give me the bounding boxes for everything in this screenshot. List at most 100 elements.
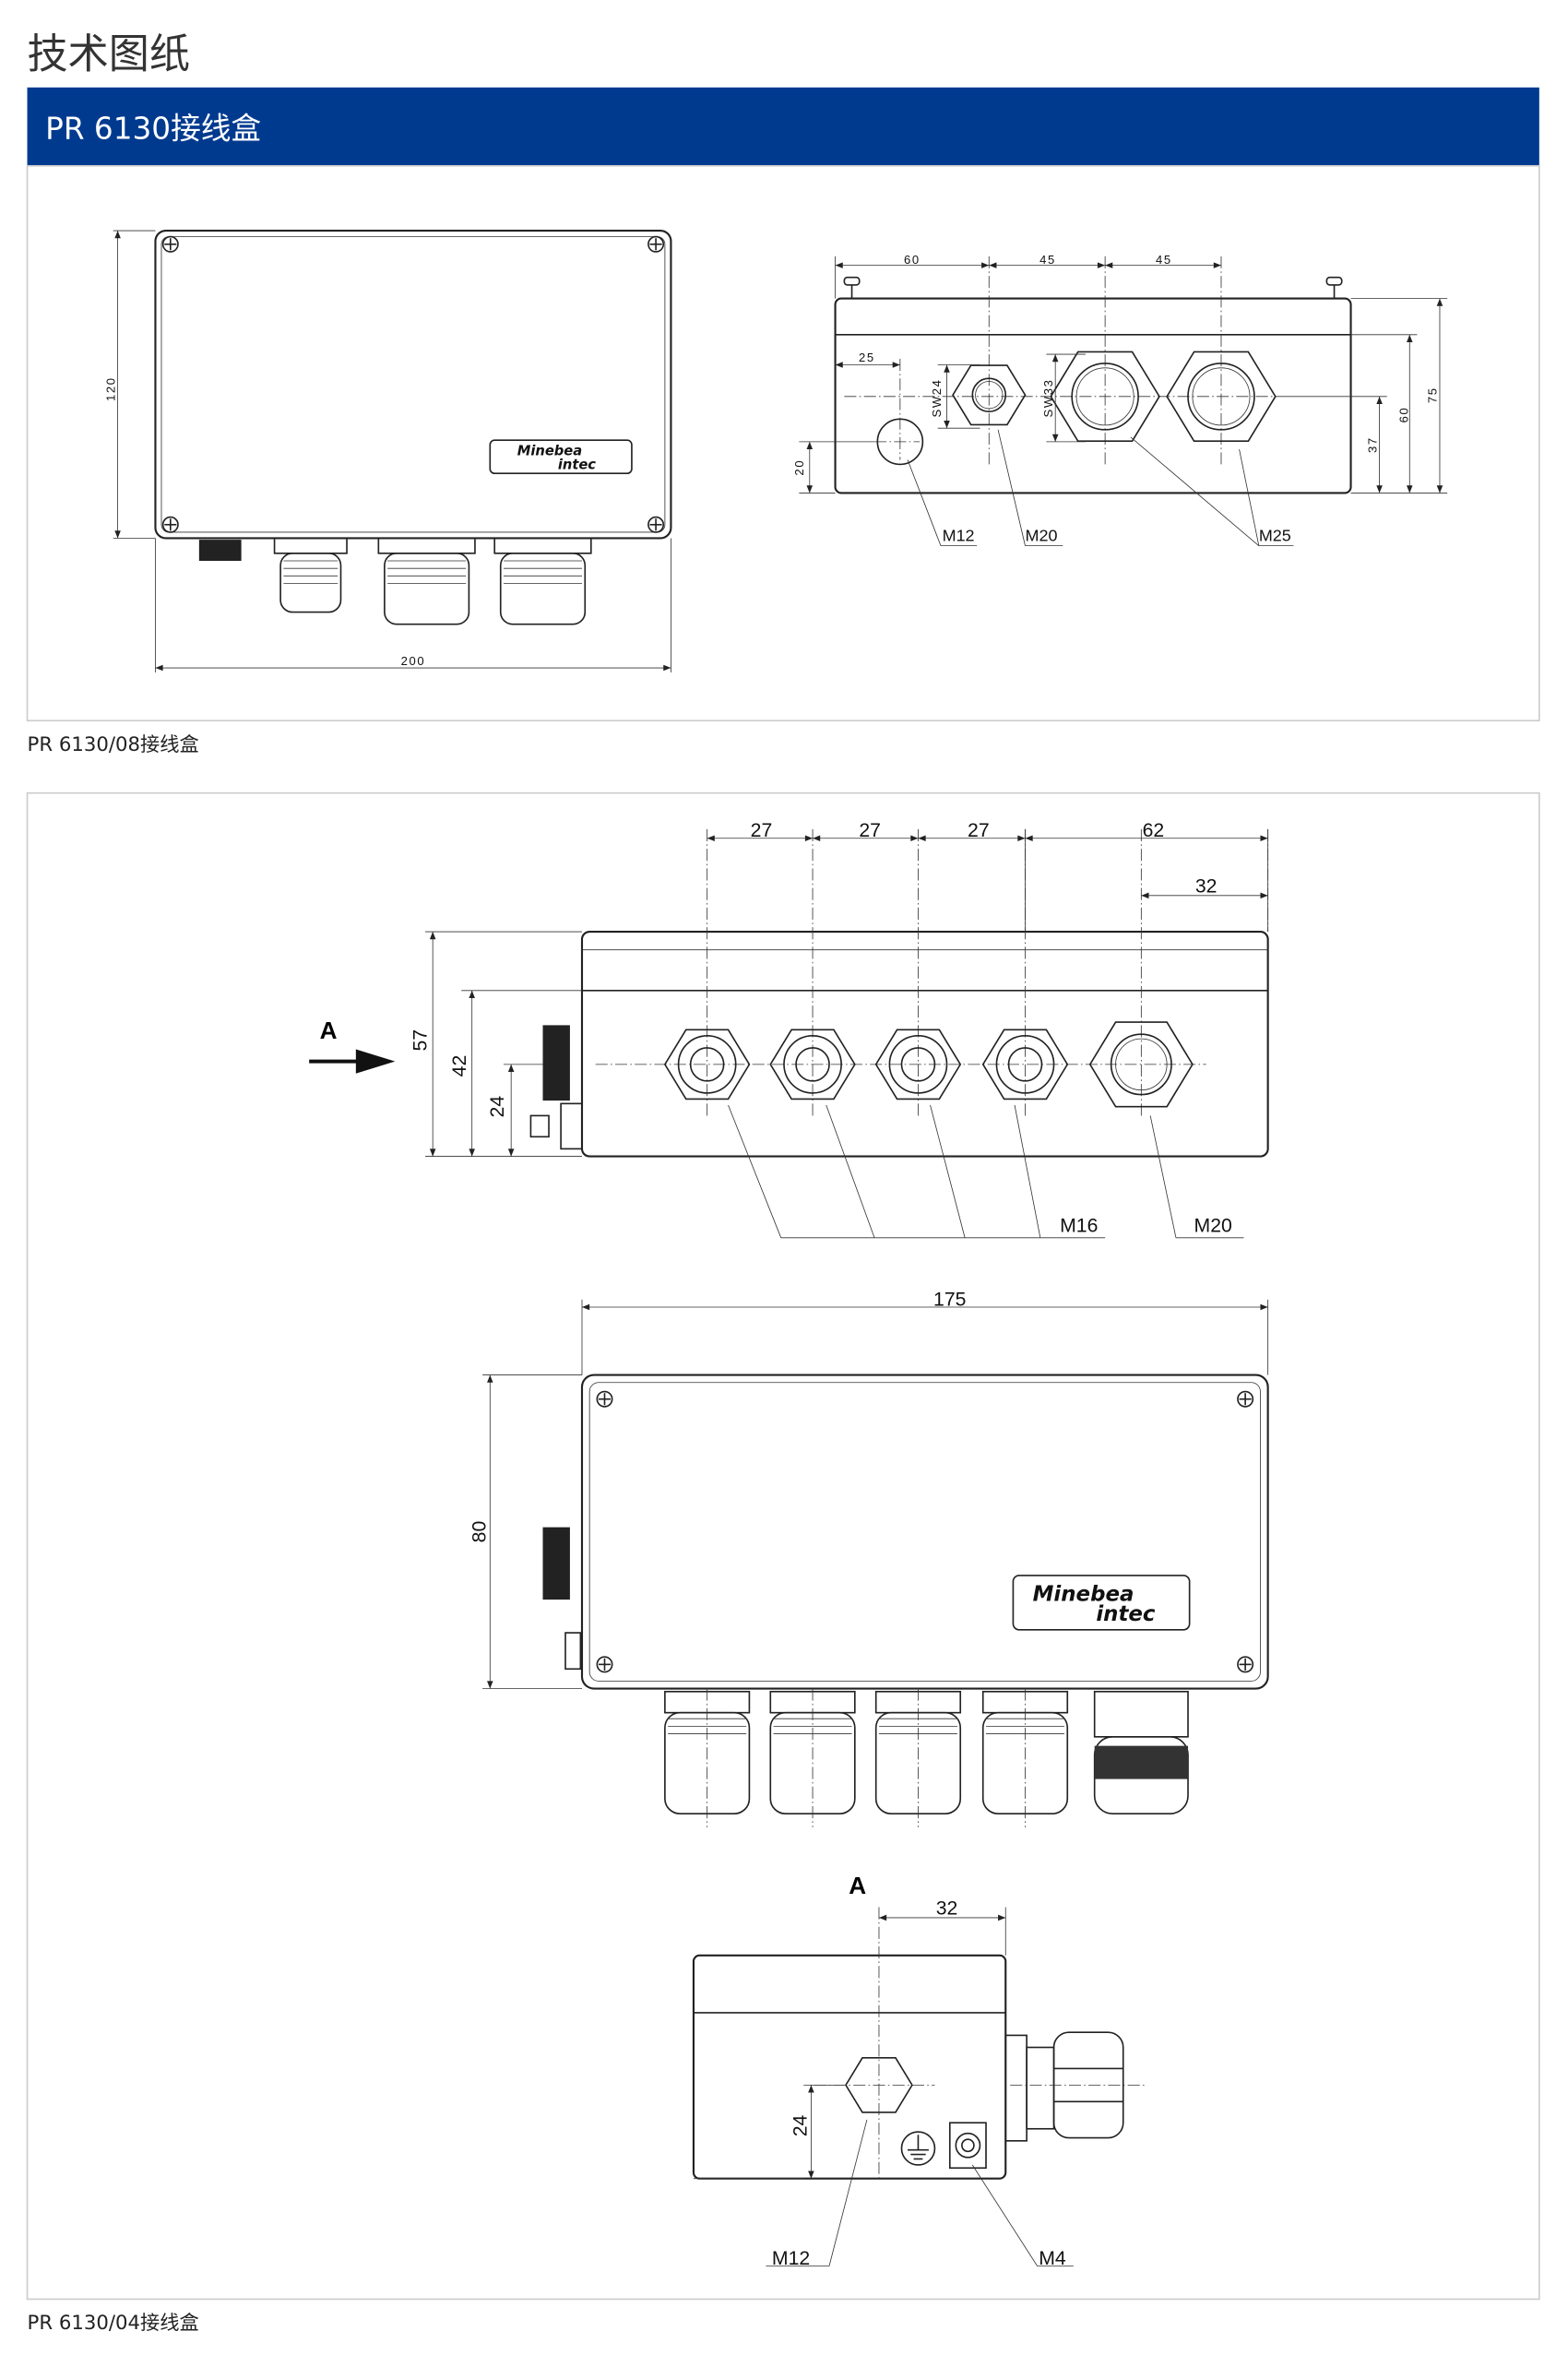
gland-m25: [1050, 351, 1160, 443]
gland-m16: [874, 1029, 962, 1100]
dim-27b: 27: [859, 819, 881, 841]
line: [1130, 436, 1260, 546]
line: [677, 1035, 737, 1094]
label-m20-04: M20: [1194, 1214, 1232, 1236]
caption-6130-04: PR 6130/04接线盒: [28, 2312, 199, 2335]
dim-80: 80: [468, 1521, 490, 1543]
line: [828, 2119, 868, 2266]
view-a-title: A: [849, 1872, 866, 1899]
side-connector: [542, 1025, 570, 1101]
view-a-6130-04: A 32 24 M12 M4: [692, 1872, 1124, 2269]
dim-32: 32: [1195, 875, 1218, 898]
dim-27a: 27: [751, 819, 773, 841]
screw-icon: [647, 235, 665, 253]
dim-24: 24: [486, 1096, 508, 1118]
page-title: 技术图纸: [28, 31, 190, 78]
line: [930, 1104, 966, 1238]
screw-head-icon: [843, 276, 861, 286]
drawing-panel-08: [26, 164, 1540, 722]
side-cable-gland: [1004, 2031, 1124, 2142]
side-view-6130-04: 27 27 27 62 32 57 42 24 A M16 M20: [309, 819, 1269, 1236]
line: [795, 1047, 830, 1082]
logo-minebea-intec-04: Minebea intec: [1012, 1575, 1191, 1631]
view-a-label: A: [320, 1017, 338, 1044]
logo-minebea-intec: Minebea intec: [489, 439, 633, 475]
line: [971, 377, 1007, 413]
svg-text:intec: intec: [558, 457, 596, 472]
line: [888, 1035, 948, 1094]
section-title: PR 6130接线盒: [45, 111, 261, 146]
line: [900, 1047, 936, 1082]
dim-45b: 45: [1156, 253, 1172, 267]
ground-bolt: [564, 1632, 582, 1671]
svg-text:Minebea: Minebea: [1033, 1583, 1134, 1607]
dim-37: 37: [1365, 436, 1379, 453]
line: [1110, 1033, 1172, 1096]
dim-45a: 45: [1039, 253, 1056, 267]
line: [689, 1047, 725, 1082]
svg-text:intec: intec: [1096, 1602, 1156, 1626]
line: [783, 1035, 842, 1094]
line: [1075, 367, 1134, 426]
gland-m25: [1166, 351, 1277, 443]
svg-text:Minebea: Minebea: [517, 444, 582, 459]
side-connector-front: [542, 1527, 570, 1600]
screw-icon: [161, 235, 179, 253]
gland-m20: [1088, 1021, 1194, 1108]
cable-gland-nut: [273, 537, 348, 554]
label-m16: M16: [1060, 1214, 1098, 1236]
label-m12: M12: [943, 527, 975, 545]
section-header-band: [27, 87, 1539, 166]
front-view-6130-08: Minebea intec 120 200: [103, 230, 672, 668]
gland-m16: [663, 1029, 751, 1100]
screw-icon: [1237, 1390, 1254, 1408]
gland-m20: [952, 364, 1027, 426]
dim-width-200: 200: [401, 654, 426, 668]
line: [1014, 1104, 1041, 1238]
dim-sw24: SW24: [930, 378, 944, 417]
line: [1071, 363, 1139, 431]
drawing-panel-04: [26, 791, 1540, 2301]
view-arrow-icon: [355, 1049, 396, 1074]
line: [907, 459, 942, 546]
label-m25: M25: [1259, 527, 1291, 545]
m4-nut: [948, 2122, 987, 2170]
dimension-arrow: [835, 362, 900, 368]
gland-grip: [1094, 1745, 1189, 1779]
cable-gland: [499, 553, 587, 625]
line: [995, 1035, 1055, 1094]
dim-height-120: 120: [103, 376, 117, 401]
front-view-6130-04: Minebea intec 175 80: [468, 1288, 1269, 1690]
dim-27c: 27: [968, 819, 990, 841]
drawing-geometry: [113, 230, 1448, 2266]
label-m4: M4: [1039, 2247, 1066, 2269]
screw-head-icon: [1325, 276, 1343, 286]
line: [971, 2164, 1038, 2266]
label-m20: M20: [1026, 527, 1058, 545]
dim-60-h: 60: [1397, 407, 1411, 423]
line: [728, 1104, 782, 1238]
dim-sw33: SW33: [1041, 378, 1055, 417]
line: [1149, 1115, 1177, 1238]
ground-icon: [900, 2131, 936, 2166]
cable-gland-nut: [1093, 1690, 1189, 1738]
dim-60: 60: [904, 253, 921, 267]
dim-24-a: 24: [790, 2114, 812, 2136]
dim-57: 57: [410, 1029, 432, 1052]
gland-m16: [769, 1029, 856, 1100]
dimension-arrow: [944, 364, 950, 429]
caption-6130-08: PR 6130/08接线盒: [28, 733, 199, 756]
dim-62: 62: [1143, 819, 1165, 841]
line: [997, 429, 1026, 546]
screw-icon: [647, 516, 665, 533]
cable-gland: [279, 553, 342, 613]
dim-20: 20: [792, 459, 806, 476]
line: [1187, 363, 1255, 431]
dim-42: 42: [448, 1055, 470, 1077]
screw-icon: [1237, 1656, 1254, 1673]
line: [1239, 448, 1260, 546]
screw-icon: [161, 516, 179, 533]
screw-icon: [596, 1390, 613, 1408]
line: [975, 381, 1004, 410]
